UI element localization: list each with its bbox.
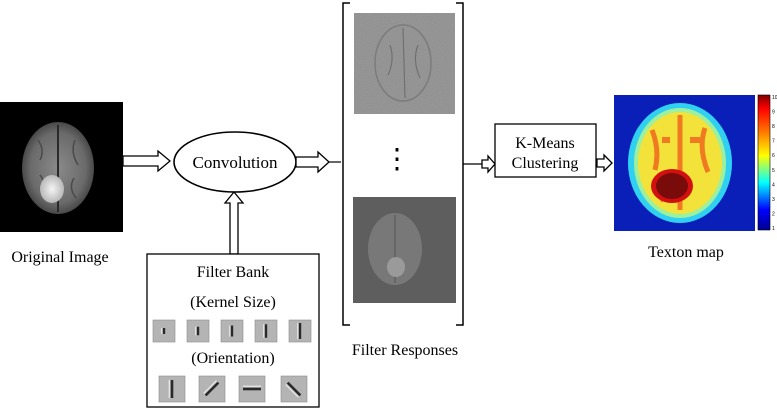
original-image-caption: Original Image (11, 249, 108, 266)
orientation-filter-thumb (280, 375, 308, 403)
kmeans-line1: K-Means (515, 135, 575, 152)
kernel-size-filters (152, 319, 312, 343)
colorbar-tick-label: 7 (772, 139, 775, 145)
texton-map-caption: Texton map (648, 244, 724, 261)
orientation-filters (158, 375, 308, 403)
colorbar-tick-label: 3 (772, 197, 775, 203)
colorbar-tick-label: 1 (772, 226, 775, 232)
colorbar-tick-label: 8 (772, 124, 775, 130)
colorbar-tick-label: 9 (772, 110, 775, 116)
colorbar-tick-label: 5 (772, 168, 775, 174)
orientation-filter-thumb (198, 375, 226, 403)
filter-responses-caption: Filter Responses (352, 342, 458, 359)
arrow-image-to-convolution (122, 149, 172, 173)
kernel-filter-thumb (254, 319, 278, 343)
kmeans-line2: Clustering (512, 155, 579, 172)
kernel-filter-thumb (186, 319, 210, 343)
arrow-responses-to-kmeans (481, 154, 496, 174)
arrow-filterbank-to-convolution (223, 190, 245, 255)
kmeans-box (494, 123, 597, 178)
arrow-kmeans-to-texton (596, 153, 613, 173)
texton-map (614, 95, 755, 231)
orientation-label: (Orientation) (191, 350, 275, 367)
colorbar-tick-label: 10 (772, 95, 777, 101)
filter-response-top (354, 13, 455, 114)
colorbar-tick-labels: 10 9 8 7 6 5 4 3 2 1 (772, 95, 777, 232)
filter-response-bottom (353, 197, 456, 303)
colorbar-tick-label: 6 (772, 153, 775, 159)
kernel-filter-thumb (220, 319, 244, 343)
original-image (0, 102, 123, 232)
arrow-convolution-to-responses (295, 150, 330, 174)
orientation-filter-thumb (238, 375, 266, 403)
kernel-size-label: (Kernel Size) (190, 294, 276, 311)
kernel-filter-thumb (288, 319, 312, 343)
convolution-label: Convolution (192, 153, 278, 172)
filter-bank-title: Filter Bank (197, 264, 269, 281)
colorbar-tick-label: 4 (772, 182, 775, 188)
colorbar-tick-label: 2 (772, 211, 775, 217)
responses-ellipsis: ⋮ (383, 144, 411, 175)
kernel-filter-thumb (152, 319, 176, 343)
orientation-filter-thumb (158, 375, 186, 403)
texton-colorbar (757, 94, 771, 231)
